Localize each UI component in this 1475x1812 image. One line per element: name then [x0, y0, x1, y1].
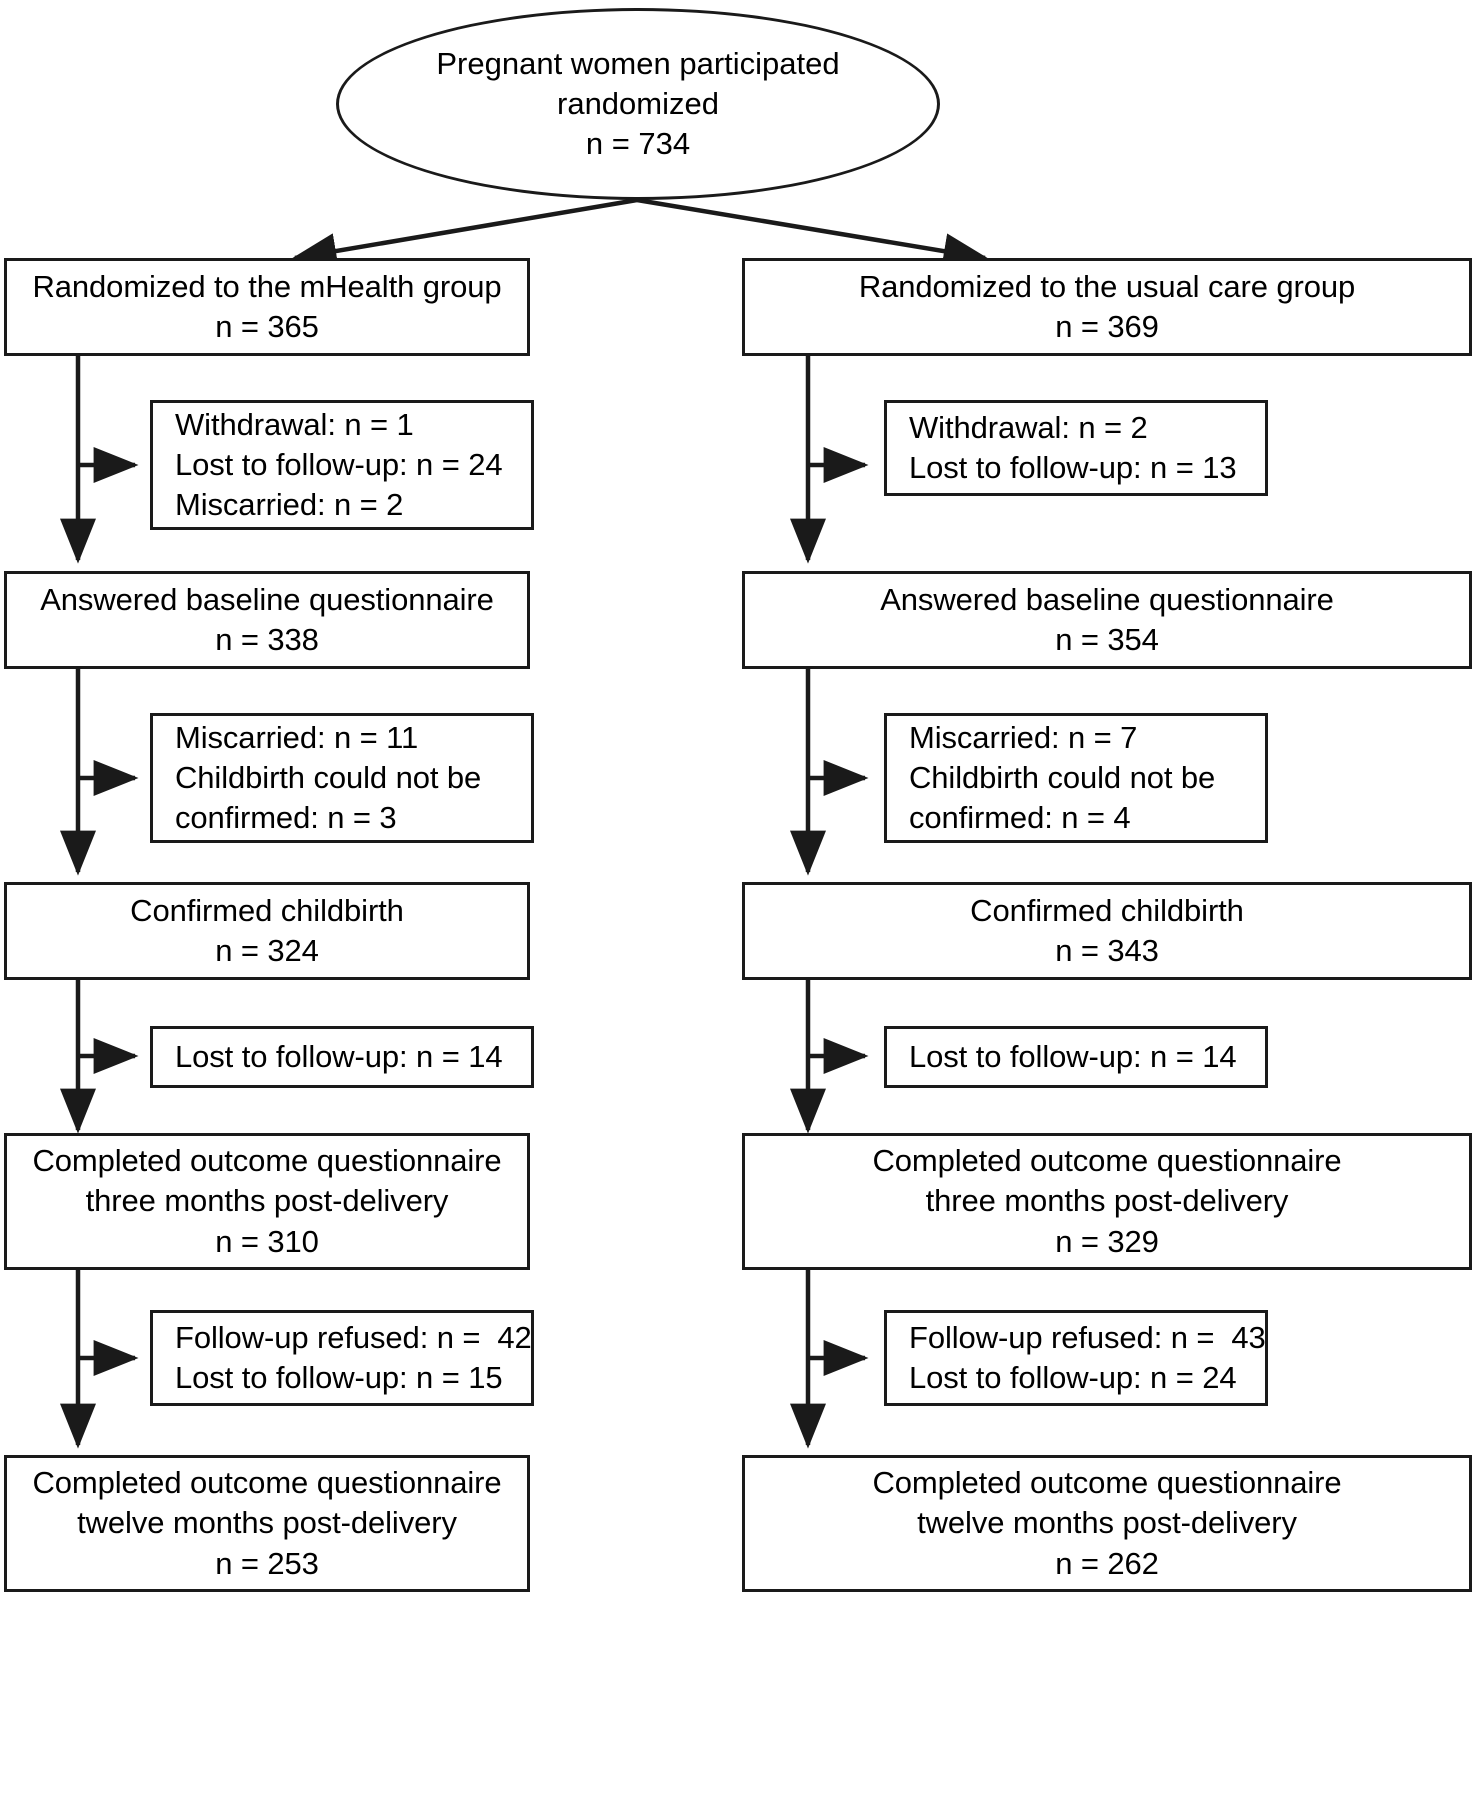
node-text-line: Lost to follow-up: n = 14 — [175, 1038, 503, 1074]
node-mhealth-childbirth: Confirmed childbirth n = 324 — [4, 882, 530, 980]
connector-root-to-usual — [636, 197, 989, 269]
node-text-line: Pregnant women participated — [436, 45, 840, 81]
node-text-line: Lost to follow-up: n = 14 — [909, 1038, 1237, 1074]
node-text-line: n = 354 — [1055, 622, 1159, 657]
node-text-line: n = 262 — [1055, 1545, 1159, 1581]
node-mhealth-exclusion-1: Withdrawal: n = 1 Lost to follow-up: n =… — [150, 400, 534, 530]
node-text-line: confirmed: n = 3 — [175, 800, 397, 836]
node-text-line: n = 253 — [215, 1545, 319, 1581]
node-mhealth-exclusion-4: Follow-up refused: n = 42 Lost to follow… — [150, 1310, 534, 1406]
node-text-line: Withdrawal: n = 1 — [175, 406, 414, 442]
node-text-line: Miscarried: n = 11 — [175, 719, 419, 755]
node-text-line: Miscarried: n = 7 — [909, 719, 1138, 755]
node-text-line: Completed outcome questionnaire — [872, 1465, 1342, 1501]
node-text-line: Completed outcome questionnaire — [32, 1465, 502, 1501]
node-text-line: n = 329 — [1055, 1223, 1159, 1259]
node-text-line: Randomized to the usual care group — [858, 268, 1356, 304]
node-text-line: Follow-up refused: n = 42 — [175, 1319, 532, 1355]
node-text-line: Confirmed childbirth — [130, 892, 404, 928]
node-text-line: three months post-delivery — [925, 1183, 1289, 1219]
node-mhealth-exclusion-2: Miscarried: n = 11 Childbirth could not … — [150, 713, 534, 843]
node-text-line: three months post-delivery — [85, 1183, 449, 1219]
node-mhealth-three-months: Completed outcome questionnaire three mo… — [4, 1133, 530, 1270]
node-usual-childbirth: Confirmed childbirth n = 343 — [742, 882, 1472, 980]
node-text-line: Lost to follow-up: n = 24 — [909, 1360, 1237, 1395]
node-text-line: n = 310 — [215, 1223, 319, 1259]
node-usual-exclusion-4: Follow-up refused: n = 43 Lost to follow… — [884, 1310, 1268, 1406]
node-text-line: twelve months post-delivery — [77, 1505, 457, 1541]
node-text-line: n = 338 — [215, 622, 319, 657]
node-text-line: Randomized to the mHealth group — [32, 268, 502, 304]
node-text-line: n = 324 — [215, 933, 319, 968]
node-mhealth-twelve-months: Completed outcome questionnaire twelve m… — [4, 1455, 530, 1592]
node-text-line: Lost to follow-up: n = 15 — [175, 1360, 503, 1395]
node-text-line: Miscarried: n = 2 — [175, 487, 404, 523]
node-text-line: n = 365 — [215, 309, 319, 344]
node-usual-randomized: Randomized to the usual care group n = 3… — [742, 258, 1472, 356]
node-text-line: confirmed: n = 4 — [909, 800, 1131, 836]
node-text-line: twelve months post-delivery — [917, 1505, 1297, 1541]
node-usual-twelve-months: Completed outcome questionnaire twelve m… — [742, 1455, 1472, 1592]
node-text-line: Childbirth could not be — [909, 759, 1216, 795]
node-usual-exclusion-2: Miscarried: n = 7 Childbirth could not b… — [884, 713, 1268, 843]
node-text-line: n = 734 — [585, 126, 691, 162]
node-mhealth-randomized: Randomized to the mHealth group n = 365 — [4, 258, 530, 356]
node-text-line: Follow-up refused: n = 43 — [909, 1319, 1266, 1355]
node-text-line: n = 343 — [1055, 933, 1159, 968]
node-text-line: Answered baseline questionnaire — [880, 581, 1334, 617]
node-text-line: Completed outcome questionnaire — [32, 1143, 502, 1179]
node-text-line: Answered baseline questionnaire — [40, 581, 494, 617]
node-text-line: Completed outcome questionnaire — [872, 1143, 1342, 1179]
node-mhealth-baseline: Answered baseline questionnaire n = 338 — [4, 571, 530, 669]
node-text-line: Confirmed childbirth — [970, 892, 1244, 928]
node-text-line: randomized — [557, 85, 719, 121]
connector-root-to-mhealth — [291, 197, 638, 269]
node-text-line: Withdrawal: n = 2 — [909, 409, 1148, 445]
node-usual-exclusion-3: Lost to follow-up: n = 14 — [884, 1026, 1268, 1088]
node-text-line: Lost to follow-up: n = 24 — [175, 446, 503, 482]
node-usual-three-months: Completed outcome questionnaire three mo… — [742, 1133, 1472, 1270]
node-root-enrollment: Pregnant women participated randomized n… — [336, 8, 940, 200]
node-usual-exclusion-1: Withdrawal: n = 2 Lost to follow-up: n =… — [884, 400, 1268, 496]
node-mhealth-exclusion-3: Lost to follow-up: n = 14 — [150, 1026, 534, 1088]
node-text-line: Lost to follow-up: n = 13 — [909, 450, 1237, 485]
node-text-line: Childbirth could not be — [175, 759, 482, 795]
node-usual-baseline: Answered baseline questionnaire n = 354 — [742, 571, 1472, 669]
node-text-line: n = 369 — [1055, 309, 1159, 344]
